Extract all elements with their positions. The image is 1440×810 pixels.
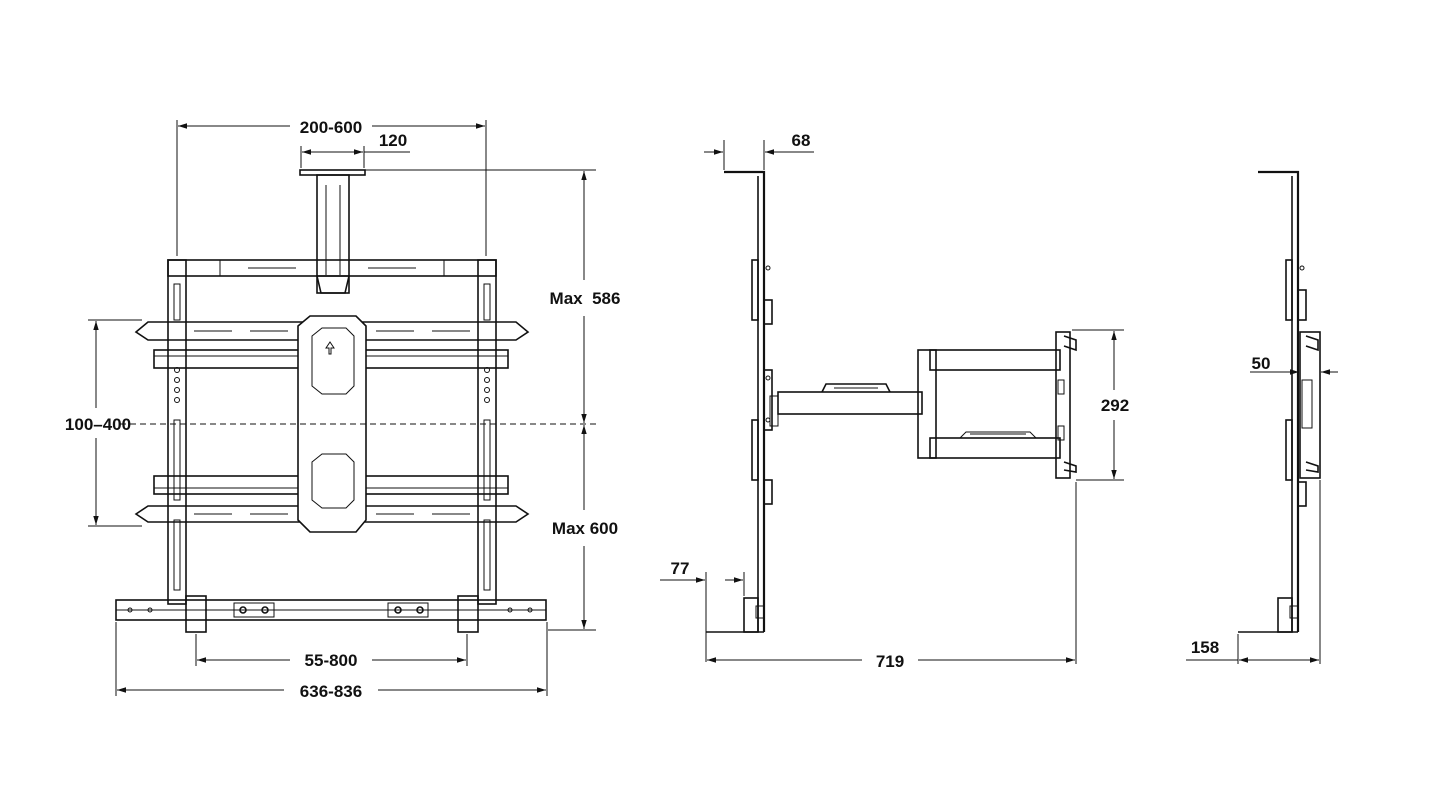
bottom-foot [706,597,765,633]
label-top-width: 200-600 [300,118,362,137]
dimension-min-depth: 158 [1186,480,1321,664]
dimension-max-extension: 719 [707,482,1077,671]
label-max-up: Max 586 [550,289,621,308]
tv-end-bracket [1055,331,1077,479]
dimension-vesa-vertical: 100–400 [65,319,142,527]
label-bottom-inner: 55-800 [305,651,358,670]
folded-bottom-foot [1238,597,1299,633]
label-bottom-offset: 77 [671,559,690,578]
dimension-profile: 50 [1250,354,1338,375]
dimension-top-depth: 68 [704,131,814,170]
top-crossbar [167,259,497,277]
side-view: 68 77 292 719 [660,131,1129,671]
dimension-arm-height: 292 [1072,329,1129,481]
label-max-down: Max 600 [552,519,618,538]
front-view: 200-600 120 Max 586 Max 600 1 [65,118,621,701]
ceiling-bracket [724,170,766,632]
folded-ceiling-bracket [1258,170,1300,632]
label-bottom-outer: 636-836 [300,682,362,701]
dimension-vertical-travel: Max 586 Max 600 [352,169,621,631]
right-upright [477,259,497,605]
folded-view: 50 158 [1186,170,1338,664]
label-profile: 50 [1252,354,1271,373]
dimension-column-width: 120 [300,131,410,168]
left-upright [167,259,187,605]
bottom-bar [115,595,547,633]
label-max-extension: 719 [876,652,904,671]
dimension-bottom-outer: 636-836 [115,622,548,701]
articulating-arm [777,349,1061,459]
dimension-bottom-offset: 77 [660,559,745,662]
label-top-depth: 68 [792,131,811,150]
label-arm-height: 292 [1101,396,1129,415]
top-column [299,169,366,294]
dimension-top-width: 200-600 [176,118,487,256]
label-min-depth: 158 [1191,638,1219,657]
wall-plate-profile [751,259,779,505]
label-vesa-vertical: 100–400 [65,415,131,434]
label-column-width: 120 [379,131,407,150]
folded-wall-profile [1285,259,1321,507]
dimension-bottom-inner: 55-800 [195,634,468,670]
